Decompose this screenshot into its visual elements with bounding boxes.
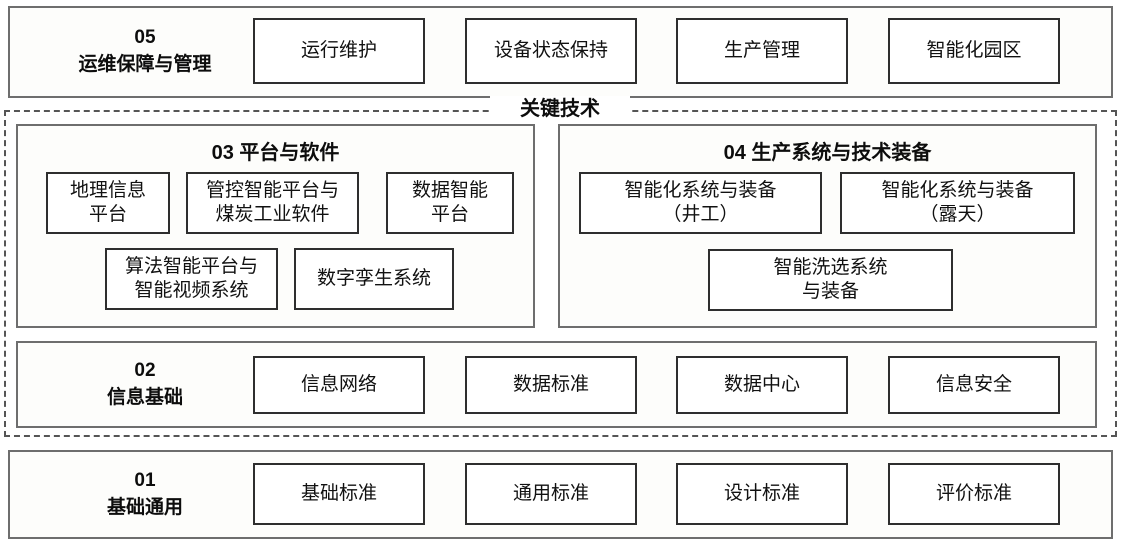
layer-05-label: 05 运维保障与管理: [40, 18, 250, 86]
layer-01-name: 基础通用: [106, 496, 183, 518]
item-box-zhinenghuaxitong-jinggong[interactable]: 智能化系统与装备 （井工）: [579, 172, 822, 234]
item-box-shebeizhuangtaibaochi[interactable]: 设备状态保持: [465, 18, 637, 84]
item-box-suanfazhinengpingtai[interactable]: 算法智能平台与 智能视频系统: [105, 248, 278, 310]
item-box-yunxingweihu[interactable]: 运行维护: [253, 18, 425, 84]
layer-02-number: 02: [134, 359, 156, 381]
item-box-zhinenghuayuanqu[interactable]: 智能化园区: [888, 18, 1060, 84]
item-box-pingjiabiaozhun[interactable]: 评价标准: [888, 463, 1060, 525]
item-box-shejibiaozhun[interactable]: 设计标准: [676, 463, 848, 525]
layer-02-label: 02 信息基础: [40, 352, 250, 417]
item-box-jichubiaozhun[interactable]: 基础标准: [253, 463, 425, 525]
group-03-title: 03 平台与软件: [211, 142, 340, 164]
item-box-tongyongbiaozhun[interactable]: 通用标准: [465, 463, 637, 525]
layer-01-number: 01: [134, 469, 156, 491]
item-box-shujubiaozhun[interactable]: 数据标准: [465, 356, 637, 414]
layer-01-label: 01 基础通用: [40, 462, 250, 527]
item-box-shengchanguanli[interactable]: 生产管理: [676, 18, 848, 84]
key-technology-label: 关键技术: [490, 96, 630, 122]
item-box-guankongzhinengpingtai[interactable]: 管控智能平台与 煤炭工业软件: [186, 172, 359, 234]
layer-02-name: 信息基础: [106, 386, 183, 408]
layer-05-name: 运维保障与管理: [78, 54, 212, 75]
item-box-xinxiwangluo[interactable]: 信息网络: [253, 356, 425, 414]
item-box-dilixinxipingtai[interactable]: 地理信息 平台: [46, 172, 170, 234]
item-box-shujuzhinengpingtai[interactable]: 数据智能 平台: [386, 172, 514, 234]
item-box-shuzilishengxitong[interactable]: 数字孪生系统: [294, 248, 454, 310]
item-box-zhinengxixuanxitong[interactable]: 智能洗选系统 与装备: [708, 249, 953, 311]
item-box-shujuzhongxin[interactable]: 数据中心: [676, 356, 848, 414]
item-box-zhinenghuaxitong-lutian[interactable]: 智能化系统与装备 （露天）: [840, 172, 1075, 234]
item-box-xinxianquan[interactable]: 信息安全: [888, 356, 1060, 414]
layer-05-number: 05: [134, 27, 156, 49]
group-04-title: 04 生产系统与技术装备: [723, 142, 932, 164]
